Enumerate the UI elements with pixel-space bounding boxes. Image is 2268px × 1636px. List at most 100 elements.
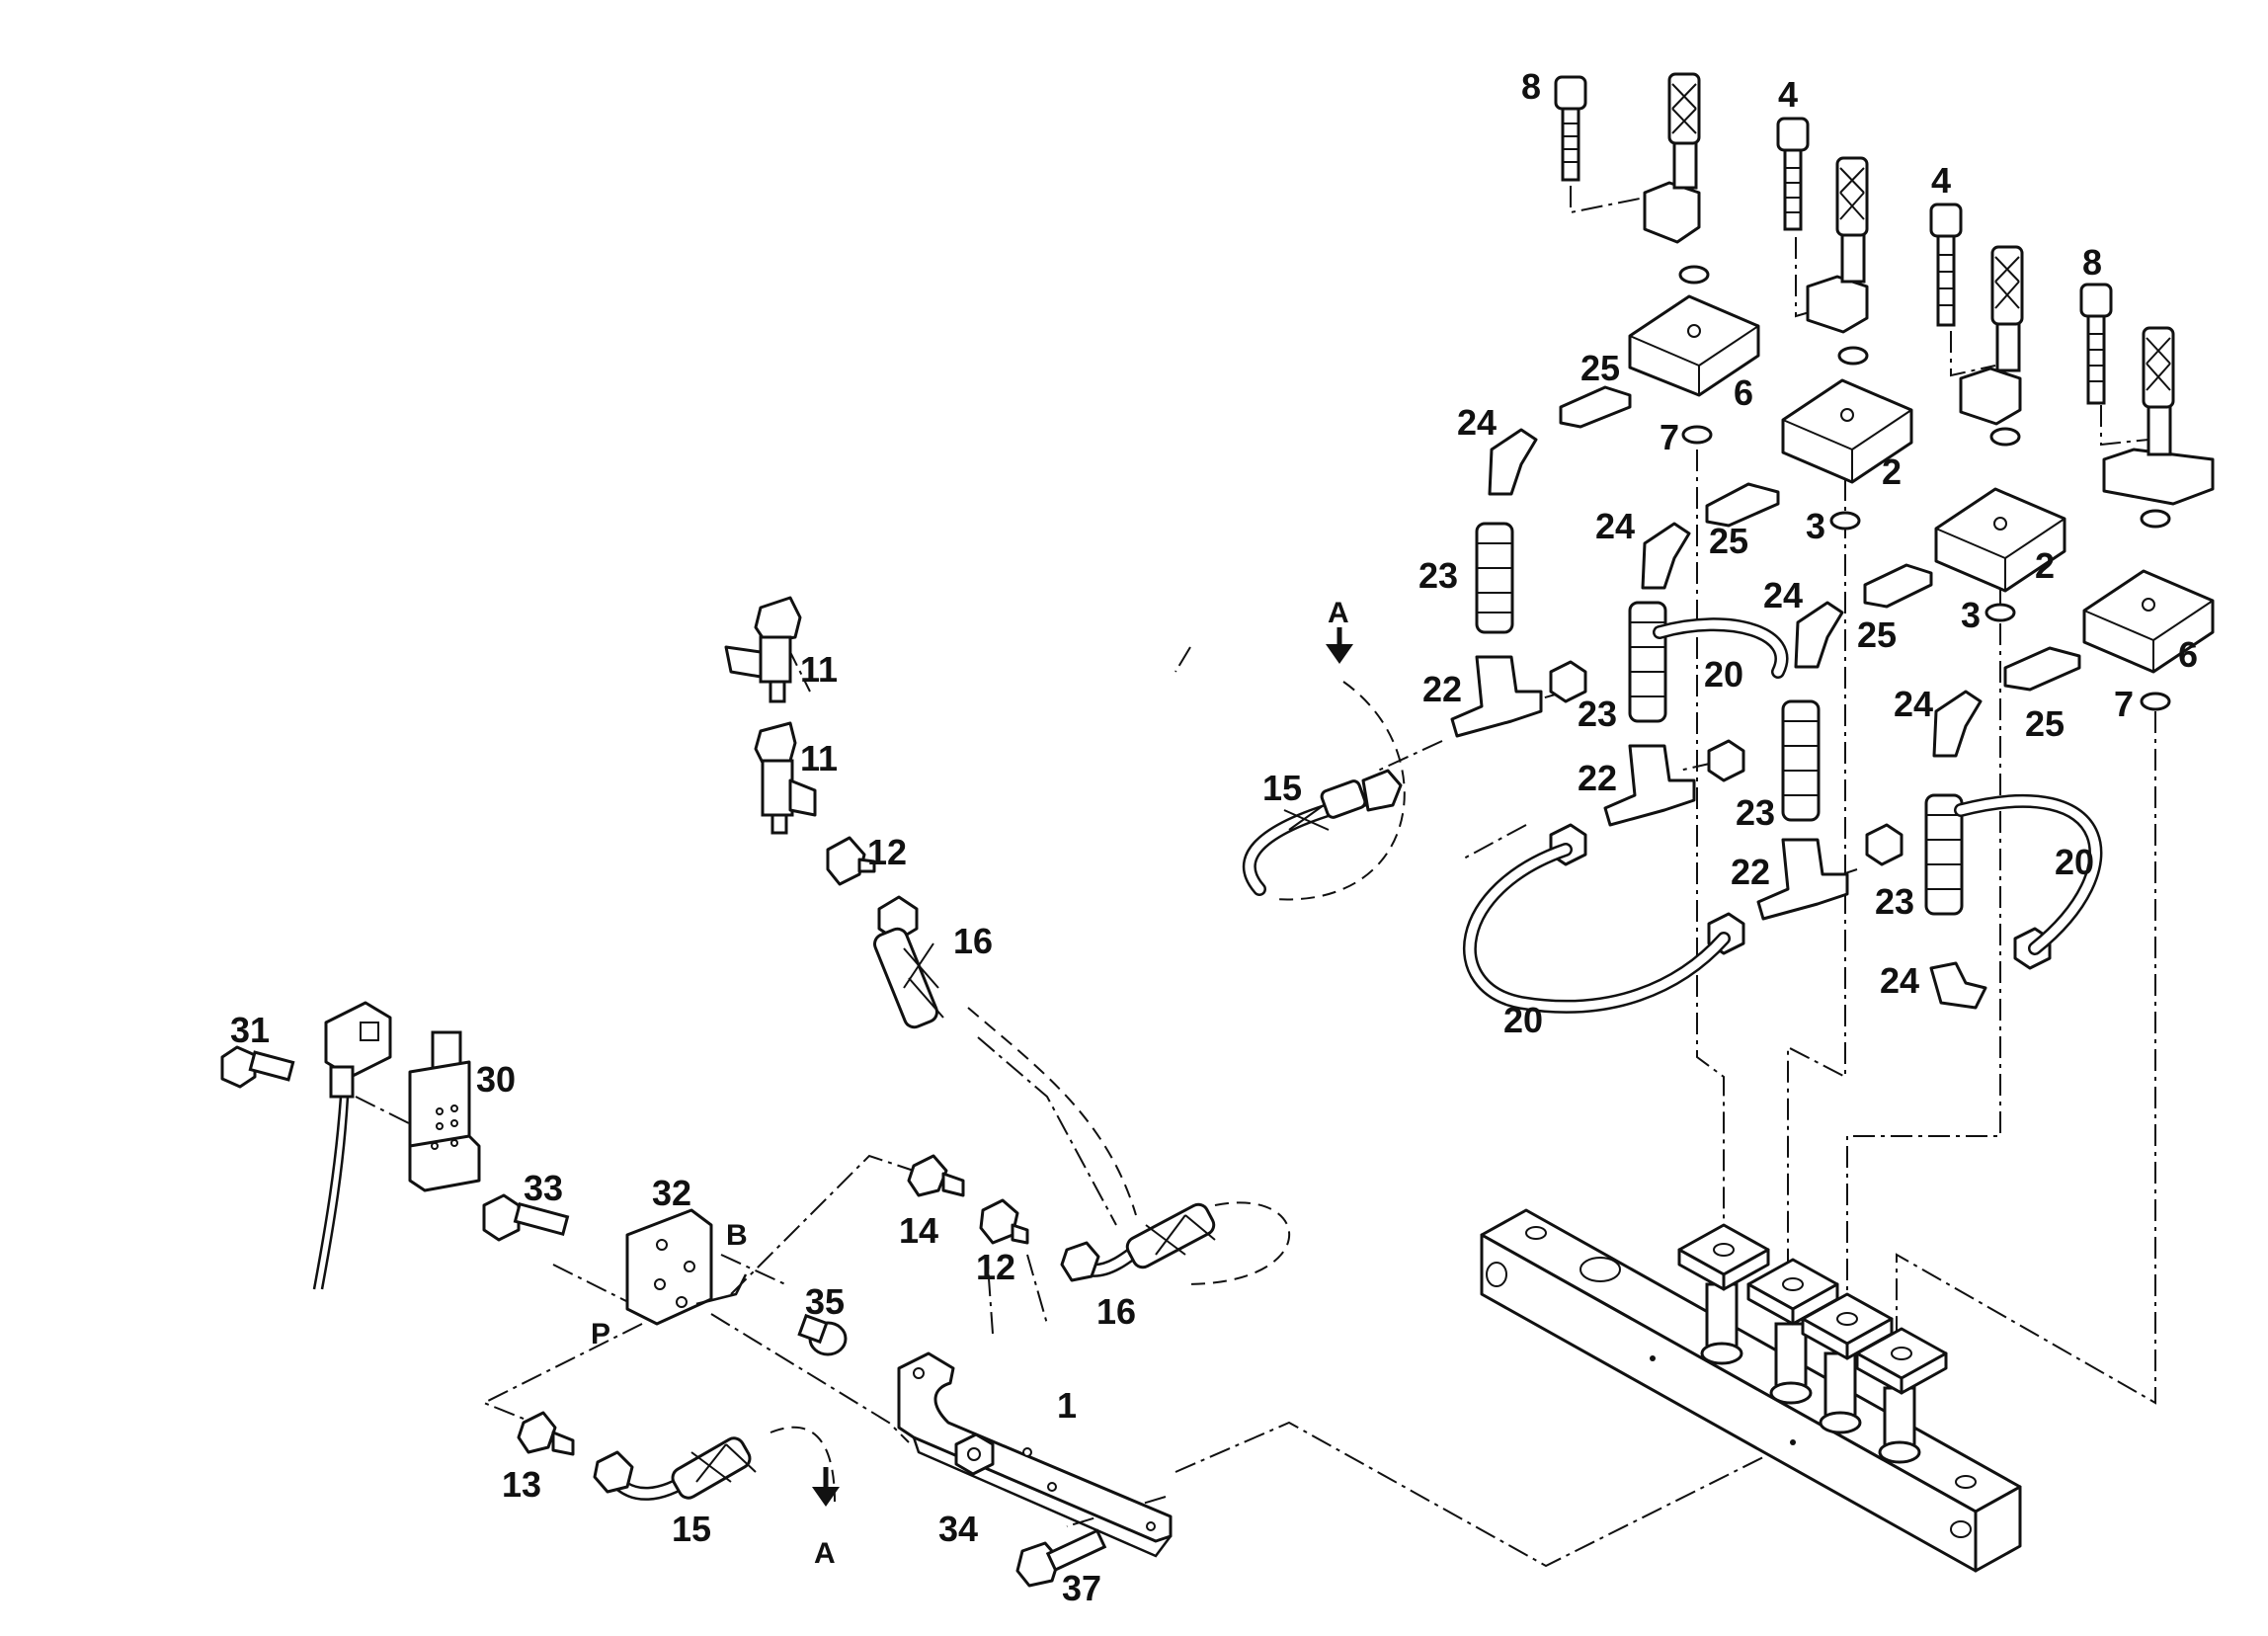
callout-8-left: 8 xyxy=(1521,66,1541,107)
callout-20-a: 20 xyxy=(1704,654,1743,695)
bolt-4-right xyxy=(1929,203,1963,327)
callout-7-right: 7 xyxy=(2114,684,2134,724)
direction-arrow-a-bottom xyxy=(812,1467,840,1507)
o-rings-top xyxy=(1678,265,2171,711)
callout-6-left: 6 xyxy=(1734,372,1753,413)
callout-4-right: 4 xyxy=(1931,160,1951,201)
callout-labels: 8 4 4 8 25 6 24 7 2 24 25 3 2 23 24 3 25… xyxy=(230,66,2198,1608)
callout-35: 35 xyxy=(805,1281,845,1322)
callout-25-b: 25 xyxy=(1709,521,1748,561)
callout-8-right: 8 xyxy=(2082,242,2102,283)
manifold-port-2 xyxy=(1746,1258,1839,1405)
adapter-block-6-left xyxy=(1628,294,1760,397)
callout-16-upper: 16 xyxy=(953,921,993,961)
plug-35 xyxy=(797,1313,848,1356)
callout-3-left: 3 xyxy=(1806,506,1825,546)
callout-22-a: 22 xyxy=(1422,669,1462,709)
direction-arrow-a-top xyxy=(1326,627,1353,664)
hose-end-clamp-4 xyxy=(2102,326,2215,506)
fitting-12-upper xyxy=(826,836,876,886)
callout-23-a: 23 xyxy=(1418,555,1458,596)
port-label-b: B xyxy=(726,1219,748,1252)
o-ring-7b xyxy=(2140,692,2171,711)
callout-22-b: 22 xyxy=(1578,758,1617,798)
callout-15-lower: 15 xyxy=(672,1509,711,1549)
callout-25-c: 25 xyxy=(1857,614,1897,655)
callout-37: 37 xyxy=(1062,1568,1101,1608)
check-valves-23 xyxy=(1475,522,1964,916)
callout-7-left: 7 xyxy=(1660,417,1679,457)
hose-end-clamp-1 xyxy=(1643,72,1701,244)
callout-16-lower: 16 xyxy=(1096,1291,1136,1332)
callout-12-upper: 12 xyxy=(867,832,907,872)
callout-4-left: 4 xyxy=(1778,74,1798,115)
callout-24-c: 24 xyxy=(1763,575,1803,615)
callout-11-upper: 11 xyxy=(800,649,838,690)
callout-34: 34 xyxy=(938,1509,978,1549)
callout-2-left: 2 xyxy=(1882,451,1902,492)
callout-23-c: 23 xyxy=(1736,792,1775,833)
bolt-4-left xyxy=(1776,117,1810,231)
fittings-25 xyxy=(1559,385,2081,692)
callout-1: 1 xyxy=(1057,1385,1077,1426)
screw-31 xyxy=(220,1045,295,1089)
letter-labels: B P A A xyxy=(591,597,1349,1570)
adapter-block-2-right xyxy=(1934,487,2066,593)
arrow-label-a-bottom: A xyxy=(814,1537,836,1570)
callout-2-right: 2 xyxy=(2035,545,2055,586)
callout-31: 31 xyxy=(230,1010,270,1050)
adapter-block-6-right xyxy=(2082,569,2215,674)
plate-32 xyxy=(625,1208,748,1326)
callout-23-b: 23 xyxy=(1578,694,1617,734)
callout-15-upper: 15 xyxy=(1262,768,1302,808)
callout-24-a: 24 xyxy=(1457,402,1497,443)
callout-30: 30 xyxy=(476,1059,516,1100)
manifold-port-4 xyxy=(1855,1327,1948,1464)
callout-13: 13 xyxy=(502,1464,541,1505)
tee-11-lower xyxy=(754,721,817,835)
elbows-24 xyxy=(1488,428,1987,1010)
hose-16-lower xyxy=(1060,1202,1216,1282)
bolt-33 xyxy=(482,1193,570,1242)
tee-11-upper xyxy=(724,596,802,703)
hose-routing-curves xyxy=(770,681,1406,1503)
callout-20-b: 20 xyxy=(2055,842,2094,882)
callout-25-a: 25 xyxy=(1580,348,1620,388)
callout-23-d: 23 xyxy=(1875,881,1914,922)
callout-20-c: 20 xyxy=(1503,1000,1543,1040)
callout-12-lower: 12 xyxy=(976,1247,1015,1287)
o-ring-3a xyxy=(1829,511,1861,531)
fitting-13 xyxy=(517,1411,575,1456)
assembly-centerlines xyxy=(355,148,2156,1568)
manifold-port-3 xyxy=(1801,1292,1894,1434)
hose-15-lower xyxy=(593,1436,757,1501)
o-ring-7a xyxy=(1681,425,1713,445)
bracket-1 xyxy=(897,1351,1173,1558)
callout-11-lower: 11 xyxy=(800,738,838,778)
callout-32: 32 xyxy=(652,1173,691,1213)
bolt-8-right xyxy=(2079,283,2113,405)
port-label-p: P xyxy=(591,1318,610,1350)
adapter-block-2-left xyxy=(1781,378,1913,484)
connector-plug xyxy=(312,1001,392,1290)
arrow-label-a-top: A xyxy=(1328,597,1349,629)
hose-15-upper xyxy=(1242,769,1403,896)
callout-3-right: 3 xyxy=(1961,595,1981,635)
hose-lines-20 xyxy=(1462,617,2103,1014)
callout-6-right: 6 xyxy=(2178,634,2198,675)
callout-22-c: 22 xyxy=(1731,852,1770,892)
hose-end-clamp-3 xyxy=(1959,245,2024,426)
manifold-ports xyxy=(1677,1223,1948,1464)
tees-22 xyxy=(1450,655,1849,921)
nuts-20 xyxy=(1549,660,2052,970)
callout-24-d: 24 xyxy=(1894,684,1933,724)
bolt-37 xyxy=(1015,1528,1107,1588)
bolt-8-left xyxy=(1554,75,1587,182)
hose-16-upper xyxy=(873,895,944,1029)
manifold-port-1 xyxy=(1677,1223,1770,1365)
callout-24-b: 24 xyxy=(1595,506,1635,546)
fitting-12-lower xyxy=(979,1198,1029,1245)
callout-24-e: 24 xyxy=(1880,960,1919,1001)
callout-25-d: 25 xyxy=(2025,703,2065,744)
